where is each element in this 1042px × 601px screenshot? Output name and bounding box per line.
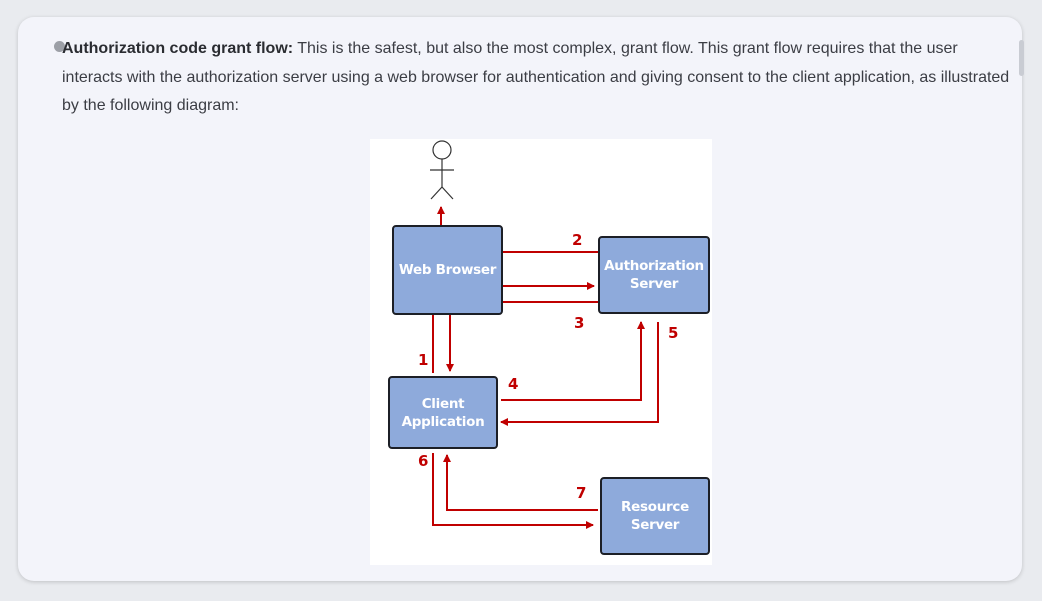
arrow-4: [501, 321, 645, 401]
client-application-label-line2: Application: [401, 413, 485, 430]
step-label-4: 4: [508, 375, 519, 393]
step-label-7: 7: [576, 484, 587, 502]
content-card: Authorization code grant flow: This is t…: [18, 17, 1022, 581]
paragraph-text: This is the safest, but also the most co…: [62, 40, 1010, 114]
arrow-5: [500, 322, 659, 426]
step-label-3: 3: [574, 314, 585, 332]
step-label-2: 2: [572, 231, 583, 249]
resource-server-label-line1: Resource: [621, 499, 689, 515]
arrow-6: [432, 453, 594, 529]
bullet-dot: [54, 41, 65, 52]
paragraph-bold-label: Authorization code grant flow:: [62, 40, 294, 57]
description-paragraph: Authorization code grant flow: This is t…: [62, 35, 1012, 121]
web-browser-box: Web Browser: [392, 225, 503, 315]
authorization-server-label-line1: Authorization: [604, 258, 704, 274]
step-label-5: 5: [668, 324, 679, 342]
arrow-7: [443, 454, 598, 511]
web-browser-label: Web Browser: [398, 262, 497, 278]
client-application-label-line1: Client: [421, 395, 465, 412]
scrollbar-thumb[interactable]: [1019, 40, 1024, 76]
step-label-6: 6: [418, 452, 429, 470]
user-stick-figure-icon: [430, 140, 454, 200]
resource-server-label-line2: Server: [630, 517, 680, 533]
step-label-1: 1: [418, 351, 429, 369]
authorization-server-label-line2: Server: [629, 276, 679, 292]
